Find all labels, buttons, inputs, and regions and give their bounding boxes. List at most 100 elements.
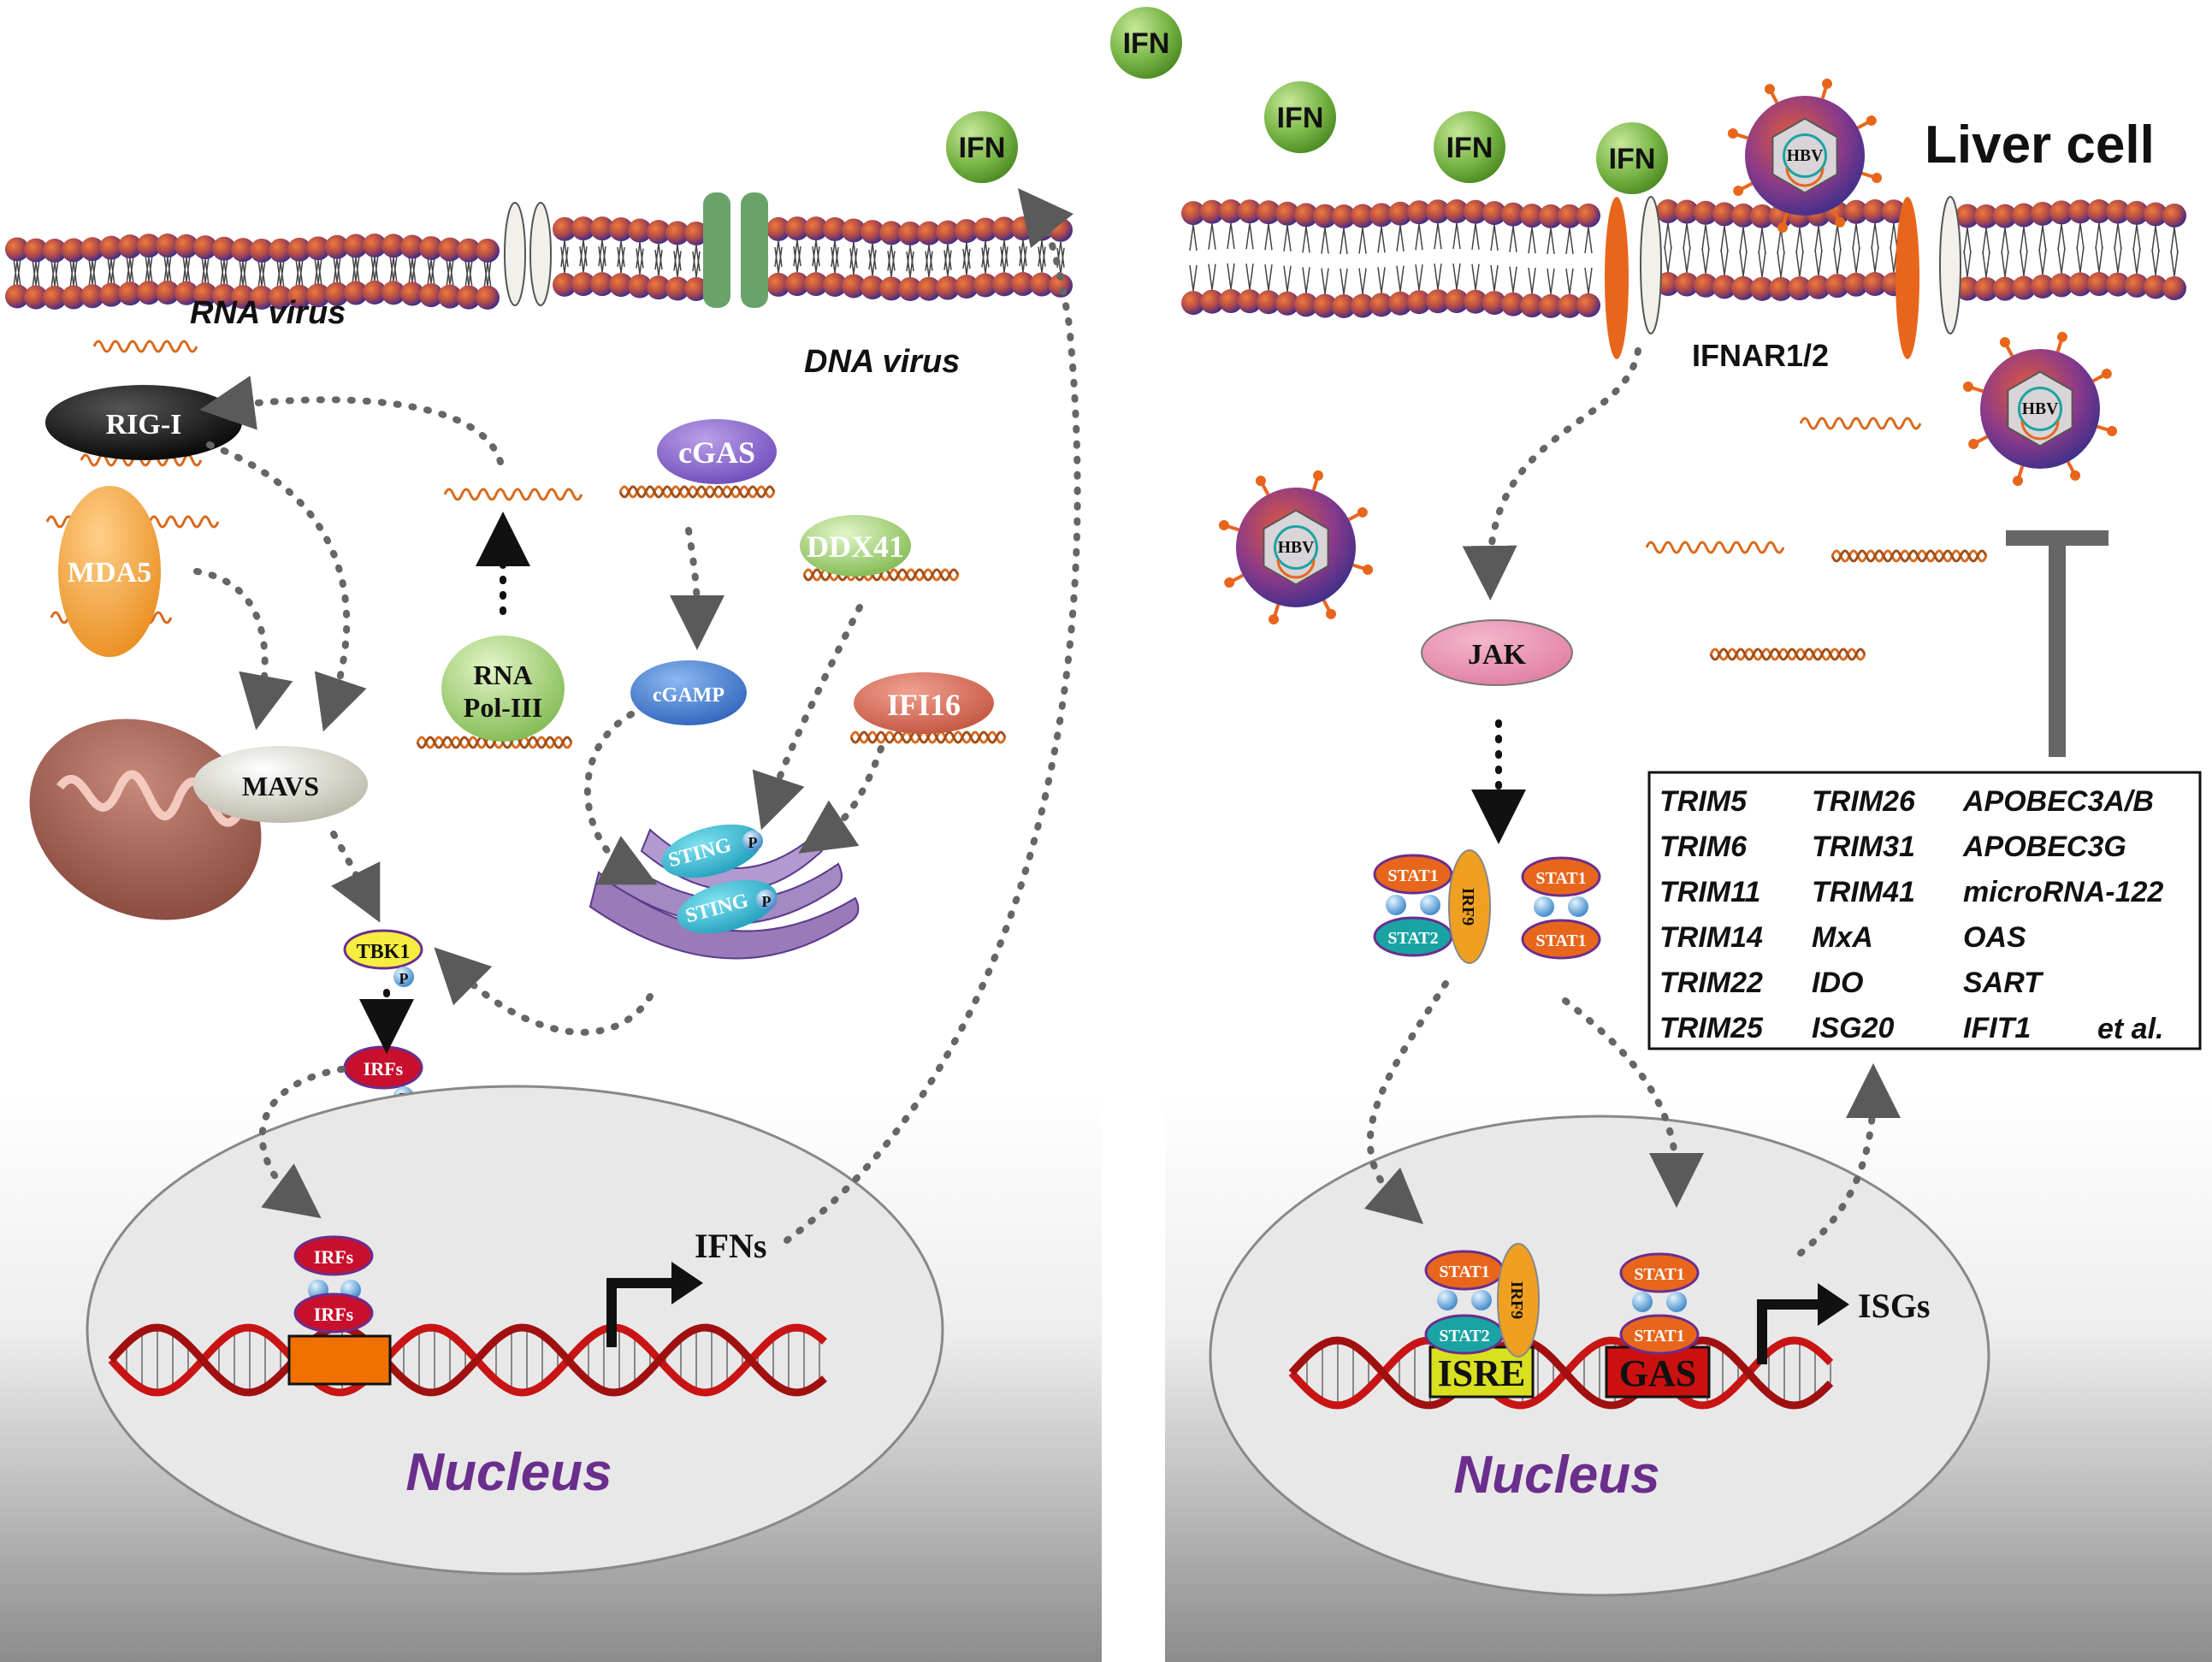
left-cell-membrane [5, 216, 1073, 310]
right-cell-membrane [1181, 199, 2186, 318]
isg-table-cell: TRIM41 [1812, 876, 1915, 908]
svg-text:IRF9: IRF9 [1458, 888, 1477, 926]
sting-channel-b [741, 192, 768, 308]
isg-table-cell: TRIM11 [1659, 876, 1760, 908]
isg-table: TRIM5 TRIM26 APOBEC3A/B TRIM6 TRIM31 APOBEC3G… [1647, 771, 2202, 1050]
svg-text:P: P [762, 893, 772, 910]
gas-promoter-box: GAS [1605, 1346, 1711, 1399]
svg-text:P: P [748, 834, 758, 851]
rna-virus-label: RNA virus [190, 295, 346, 331]
svg-text:cGAMP: cGAMP [653, 684, 725, 707]
svg-text:STAT2: STAT2 [1387, 929, 1438, 948]
inhibition-bar [2006, 530, 2108, 757]
ifn-ligand-top: IFN [1110, 7, 1182, 79]
nucleic-acid-strands [45, 340, 1988, 749]
svg-text:ISRE: ISRE [1438, 1352, 1526, 1394]
ifn-transcription-arrow [606, 1278, 676, 1347]
svg-text:STAT1: STAT1 [1634, 1265, 1684, 1284]
svg-text:IRF9: IRF9 [1507, 1281, 1526, 1319]
isg-table-cell: APOBEC3A/B [1962, 785, 2154, 818]
svg-text:IRFs: IRFs [364, 1058, 404, 1079]
membrane-channel-left-b [529, 202, 552, 306]
svg-text:STAT1: STAT1 [1634, 1327, 1684, 1346]
isg-table-cell: OAS [1963, 921, 2026, 954]
ifnar-receptor-a [1605, 197, 1629, 359]
svg-text:IRFs: IRFs [314, 1246, 354, 1268]
svg-text:HBV: HBV [2022, 400, 2058, 418]
membrane-channel-left-a [504, 202, 526, 306]
pathway-arrows [193, 187, 1901, 1257]
isg-table-cell: TRIM25 [1659, 1012, 1764, 1044]
hbv-virion: HBV [1727, 78, 1883, 234]
tbk1-kinase: TBK1 P [343, 929, 423, 987]
ifn-ligand-right-1: IFN [1264, 81, 1336, 153]
svg-text:P: P [399, 970, 409, 987]
hbv-virion: HBV [1962, 331, 2118, 487]
svg-text:STAT1: STAT1 [1387, 866, 1438, 885]
isg-table-cell: MxA [1812, 921, 1873, 954]
svg-text:cGAS: cGAS [678, 435, 755, 470]
svg-text:IFN: IFN [1609, 143, 1656, 175]
sting-channel-a [703, 192, 730, 308]
hbv-virion: HBV [1218, 470, 1374, 625]
mda5-sensor: MDA5 [58, 486, 161, 657]
svg-text:GAS: GAS [1619, 1352, 1696, 1394]
svg-text:DDX41: DDX41 [807, 529, 904, 564]
svg-text:RIG-I: RIG-I [106, 409, 182, 441]
isgs-label: ISGs [1858, 1286, 1931, 1325]
ddx41-sensor: DDX41 [800, 515, 911, 577]
isg-table-cell: IDO [1812, 967, 1863, 999]
svg-text:STAT2: STAT2 [1439, 1327, 1489, 1346]
ifnar-receptor-b [1896, 197, 1919, 359]
ifnar-receptor-b-channel [1939, 196, 1961, 334]
svg-text:MDA5: MDA5 [68, 557, 151, 589]
ifn-ligand-right-3: IFN [1596, 122, 1668, 194]
isg-table-cell: TRIM14 [1659, 921, 1763, 954]
isg-table-cell: TRIM6 [1659, 831, 1748, 863]
isg-table-cell: SART [1963, 967, 2044, 999]
isg-table-cell: TRIM31 [1812, 831, 1915, 863]
ifns-label: IFNs [695, 1227, 766, 1265]
rna-pol-iii-sensor: RNA Pol-III [441, 636, 565, 742]
dna-virus-label: DNA virus [804, 344, 960, 380]
svg-text:IRFs: IRFs [314, 1304, 354, 1325]
ifn-promoter-box [287, 1334, 392, 1386]
gaf-complex-cytoplasm: STAT1 STAT1 [1521, 856, 1601, 960]
irfs-nuclear-complex: IRFs IRFs [293, 1235, 374, 1334]
svg-text:IFI16: IFI16 [887, 688, 961, 722]
svg-text:RNA: RNA [473, 659, 532, 690]
ifn-ligand-right-2: IFN [1434, 111, 1505, 183]
sting-dimer-top: STING P [661, 824, 763, 878]
sting-dimer-bottom: STING P [677, 879, 778, 934]
isg-transcription-arrow [1757, 1299, 1822, 1364]
isg-table-cell: microRNA-122 [1963, 876, 2163, 908]
isgf3-complex-cytoplasm: STAT1 STAT2 IRF9 [1373, 849, 1491, 964]
isg-table-cell: TRIM26 [1812, 785, 1916, 818]
isgf3-complex-nuclear: STAT1 STAT2 IRF9 [1424, 1243, 1540, 1357]
svg-text:MAVS: MAVS [242, 771, 319, 801]
gaf-complex-nuclear: STAT1 STAT1 [1619, 1252, 1700, 1355]
ifnar-receptor-a-channel [1640, 196, 1662, 334]
svg-text:Pol-III: Pol-III [464, 692, 542, 723]
svg-text:TBK1: TBK1 [357, 941, 411, 963]
isg-table-cell: ISG20 [1812, 1012, 1894, 1044]
rig-i-sensor: RIG-I [45, 385, 242, 460]
isg-table-cell: IFIT1 [1963, 1012, 2031, 1044]
svg-text:HBV: HBV [1787, 147, 1823, 165]
cgamp-molecule: cGAMP [630, 660, 747, 725]
hbv-virions: HBV HBV HBV [1218, 78, 2118, 625]
isg-table-cell: APOBEC3G [1962, 831, 2126, 863]
left-nucleus-label: Nucleus [405, 1443, 612, 1502]
svg-text:STAT1: STAT1 [1439, 1263, 1489, 1281]
cgas-sensor: cGAS [657, 419, 777, 484]
isg-table-cell: TRIM5 [1659, 785, 1748, 818]
ifn-ligand-left: IFN [946, 111, 1018, 183]
svg-text:IFN: IFN [1123, 27, 1170, 60]
svg-text:STAT1: STAT1 [1535, 869, 1586, 888]
isg-table-cell: TRIM22 [1659, 967, 1763, 999]
jak-kinase: JAK [1421, 619, 1573, 686]
ifnar-label: IFNAR1/2 [1692, 338, 1829, 373]
mavs-adaptor: MAVS [193, 746, 368, 823]
svg-text:IFN: IFN [1277, 102, 1324, 134]
